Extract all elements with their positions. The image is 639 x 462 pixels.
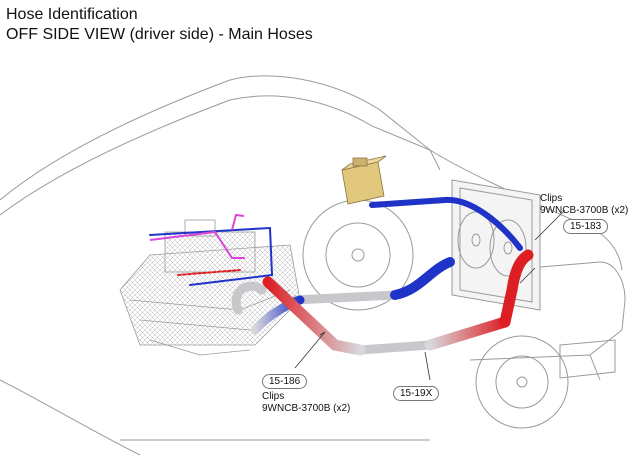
rear-wheel	[475, 335, 569, 429]
cold-hose-lower	[390, 257, 455, 300]
windscreen-line	[371, 125, 441, 171]
engine-block	[119, 219, 301, 356]
heater-hose	[149, 213, 245, 259]
grey-pipes	[231, 281, 435, 355]
cold-hose-heater	[149, 226, 274, 286]
clips-part-bottom: 9WNCB-3700B (x2)	[262, 403, 351, 414]
clips-label-top: Clips	[540, 193, 563, 204]
front-lower-line	[469, 354, 601, 381]
bumper-line	[559, 339, 616, 379]
cold-hose-top	[369, 196, 523, 251]
fan-right	[489, 219, 527, 277]
front-body-line	[504, 261, 626, 356]
fan-left	[457, 211, 495, 269]
expansion-tank	[341, 155, 387, 205]
part-tag-15-183: 15-183	[563, 219, 609, 234]
part-tag-15-19x: 15-19X	[393, 386, 440, 401]
hot-hoses	[177, 249, 534, 356]
diagram-title: Hose Identification	[6, 6, 138, 23]
hot-hose-radiator	[499, 249, 534, 328]
radiator	[451, 179, 541, 311]
hot-hose-main	[262, 276, 366, 356]
lower-body-line	[0, 379, 141, 456]
hot-hose-return	[424, 316, 511, 351]
cold-hoses	[149, 196, 523, 335]
leader-lines	[294, 209, 566, 381]
clips-callout-top: Clips 9WNCB-3700B (x2)	[540, 193, 628, 217]
part-tag-15-186: 15-186	[262, 374, 308, 389]
diagram-subtitle: OFF SIDE VIEW (driver side) - Main Hoses	[6, 26, 313, 43]
clips-label-bottom: Clips	[262, 391, 285, 402]
clips-callout-bottom: Clips 9WNCB-3700B (x2)	[262, 391, 350, 415]
clips-part-top: 9WNCB-3700B (x2)	[540, 205, 629, 216]
roof-inner-line	[0, 95, 373, 216]
hot-hose-heater	[177, 269, 241, 276]
